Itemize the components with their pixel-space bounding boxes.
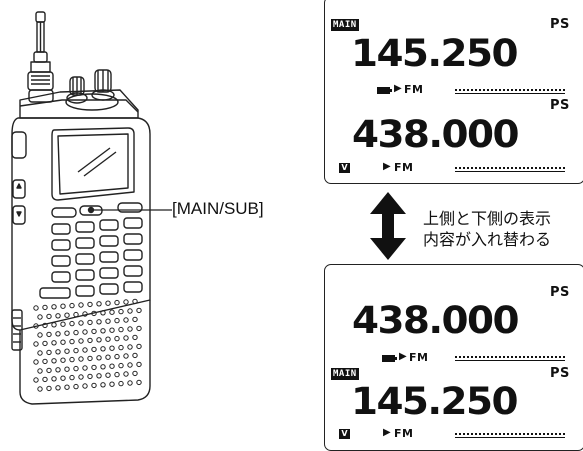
ps-indicator: PS — [550, 285, 570, 300]
main-sub-callout-label: [MAIN/SUB] — [172, 199, 264, 218]
main-badge: MAIN — [331, 19, 359, 31]
screen-icon — [51, 127, 135, 201]
main-badge: MAIN — [331, 368, 359, 380]
upper-mode: FM — [409, 351, 429, 364]
battery-icon — [382, 355, 397, 362]
s-meter — [455, 85, 565, 94]
display-after-panel: PS 438.000 ▶ FM MAIN PS 145.250 V ▶ FM — [324, 264, 583, 451]
play-triangle-icon: ▶ — [399, 351, 407, 362]
handheld-radio-illustration — [11, 11, 151, 405]
lower-frequency: 438.000 — [352, 113, 520, 156]
ps-indicator: PS — [550, 17, 570, 32]
swap-note-line2: 内容が入れ替わる — [423, 230, 552, 249]
ps-indicator: PS — [550, 98, 570, 113]
play-triangle-icon: ▶ — [383, 427, 391, 438]
lower-mode: FM — [394, 427, 414, 440]
s-meter — [455, 429, 565, 438]
lower-frequency: 145.250 — [351, 380, 519, 423]
upper-frequency: 145.250 — [351, 32, 519, 75]
v-badge: V — [339, 429, 350, 439]
swap-note: 上側と下側の表示 内容が入れ替わる — [423, 208, 551, 250]
upper-frequency: 438.000 — [352, 299, 520, 342]
lower-mode: FM — [394, 161, 414, 174]
keypad-icon — [39, 217, 143, 299]
swap-arrow-icon — [370, 192, 406, 260]
ps-indicator: PS — [550, 366, 570, 381]
play-triangle-icon: ▶ — [394, 83, 402, 94]
v-badge: V — [339, 163, 350, 173]
display-before-panel: MAIN PS 145.250 ▶ FM PS 438.000 V ▶ FM — [324, 0, 583, 184]
upper-mode: FM — [404, 83, 424, 96]
play-triangle-icon: ▶ — [383, 161, 391, 172]
s-meter — [455, 163, 565, 172]
antenna-icon — [27, 11, 54, 103]
s-meter — [455, 352, 565, 361]
battery-icon — [377, 87, 392, 94]
speaker-grille-icon — [33, 298, 142, 392]
swap-note-line1: 上側と下側の表示 — [423, 209, 552, 228]
